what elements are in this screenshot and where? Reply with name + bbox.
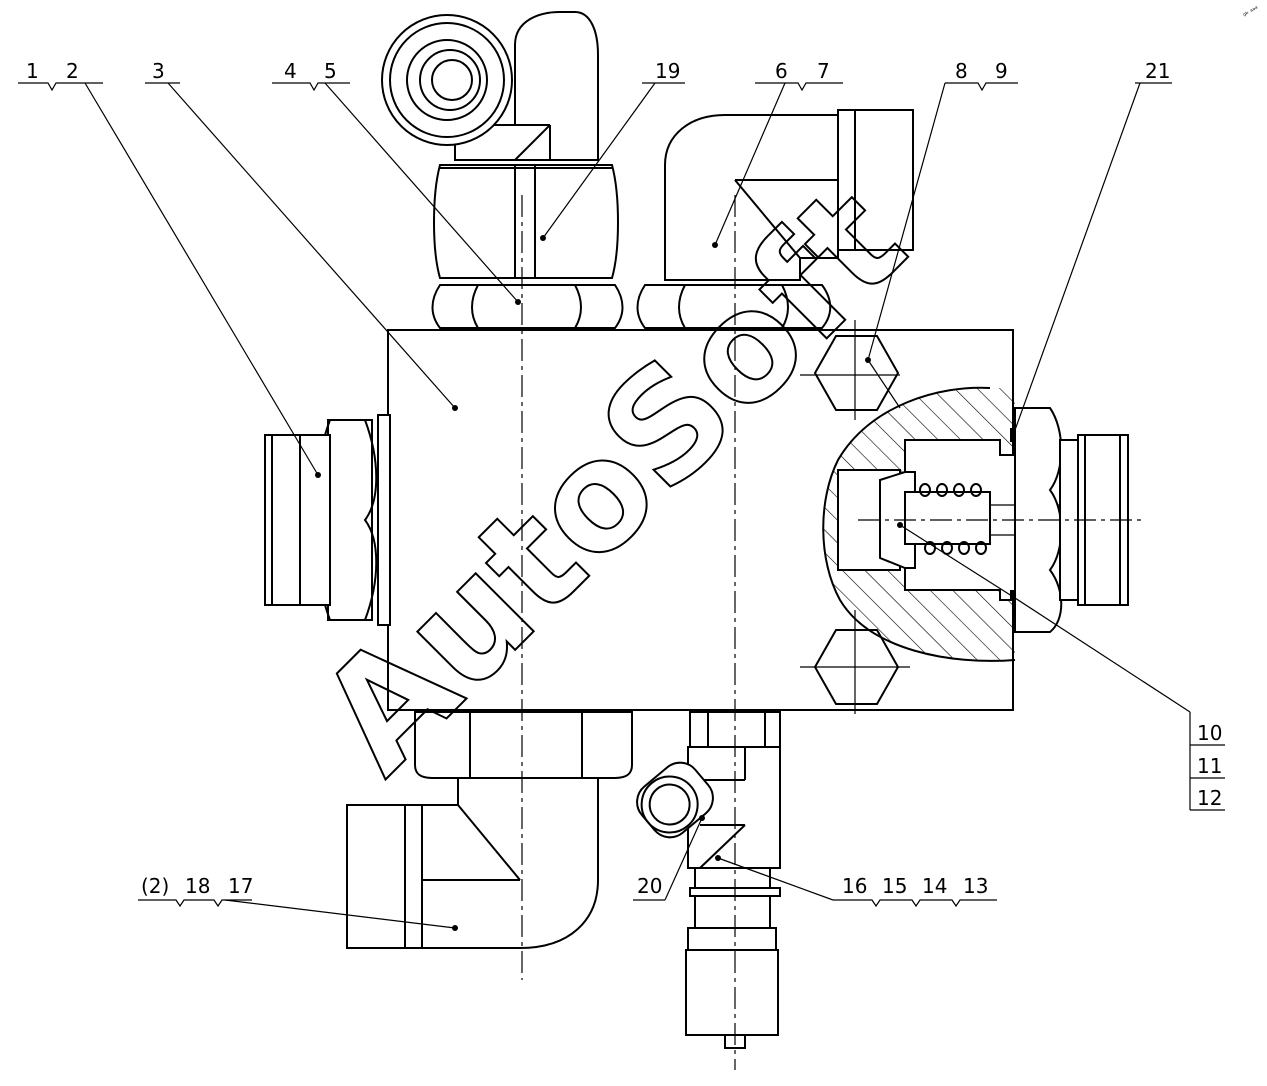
callout-9: 9 <box>995 59 1008 83</box>
callout-8: 8 <box>955 59 968 83</box>
callout-21: 21 <box>1145 59 1170 83</box>
callout-3: 3 <box>152 59 165 83</box>
callout-4: 4 <box>284 59 297 83</box>
callout-labels: 1 2 3 4 5 19 6 7 8 9 21 10 11 12 (2) 18 … <box>26 59 1222 898</box>
corner-mark: ᵍᵇ ᵃᵃᵃ <box>1242 5 1260 20</box>
callout-10: 10 <box>1197 721 1222 745</box>
callout-16: 16 <box>842 874 867 898</box>
callout-2: 2 <box>66 59 79 83</box>
top-left-elbow-fitting <box>381 11 624 329</box>
left-plug-fitting <box>264 414 391 626</box>
callout-7: 7 <box>817 59 830 83</box>
callout-20: 20 <box>637 874 662 898</box>
callout-5: 5 <box>324 59 337 83</box>
callouts <box>18 82 1225 931</box>
callout-15: 15 <box>882 874 907 898</box>
callout-12: 12 <box>1197 786 1222 810</box>
hex-plug-upper <box>800 320 900 420</box>
callout-6: 6 <box>775 59 788 83</box>
callout-13: 13 <box>963 874 988 898</box>
callout-19: 19 <box>655 59 680 83</box>
callout-14: 14 <box>922 874 947 898</box>
bottom-left-elbow-fitting <box>346 711 633 949</box>
callout-17: 17 <box>228 874 253 898</box>
callout-2-paren: (2) <box>141 874 169 898</box>
callout-11: 11 <box>1197 754 1222 778</box>
callout-18: 18 <box>185 874 210 898</box>
callout-1: 1 <box>26 59 39 83</box>
top-right-elbow-fitting <box>636 109 914 329</box>
